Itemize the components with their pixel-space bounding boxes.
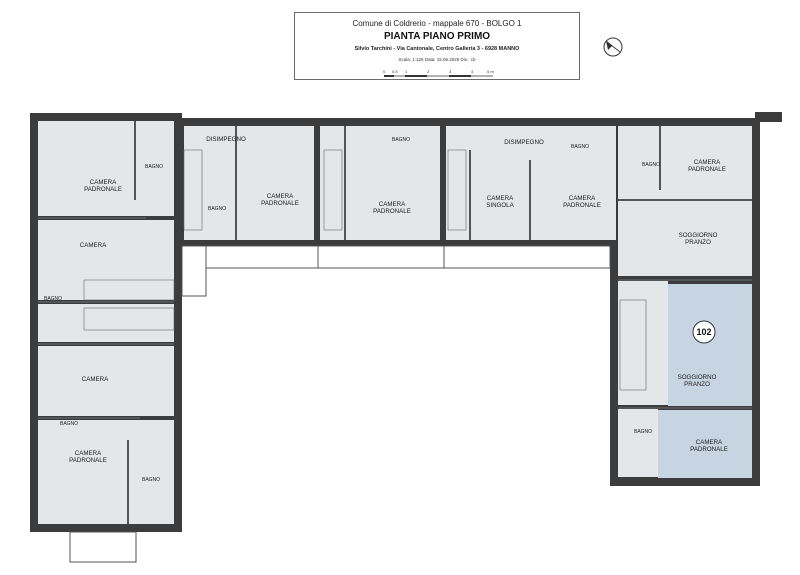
scale-label: 0 (383, 69, 386, 74)
room-label: CAMERA (267, 193, 294, 200)
unit-tag: 102 (692, 320, 716, 344)
scale-label: 0.5 (392, 69, 398, 74)
room-label: PADRONALE (690, 446, 728, 453)
room-label: SOGGIORNO (678, 374, 717, 381)
floor-areas (38, 121, 752, 563)
room-label: CAMERA (696, 439, 723, 446)
room-label: PADRONALE (69, 457, 107, 464)
room-labels: CAMERA PADRONALE BAGNO CAMERA BAGNO CAME… (44, 136, 728, 483)
unit-number: 102 (696, 327, 711, 337)
scale-ruler (384, 75, 493, 77)
room-label: PADRONALE (84, 186, 122, 193)
room-label: SINGOLA (486, 202, 514, 209)
scale-label: 2 (427, 69, 430, 74)
room-label: CAMERA (487, 195, 514, 202)
scale-label: 3 (449, 69, 452, 74)
room-label: BAGNO (145, 164, 163, 170)
room-label: BAGNO (642, 162, 660, 168)
room-label: CAMERA (379, 201, 406, 208)
room-label: DISIMPEGNO (504, 139, 544, 146)
scale-label: 5 m (487, 69, 494, 74)
plan-title: PIANTA PIANO PRIMO (383, 31, 491, 42)
room-label: PADRONALE (563, 202, 601, 209)
room-label: PADRONALE (373, 208, 411, 215)
room-label: CAMERA (569, 195, 596, 202)
scale-label: 1 (405, 69, 408, 74)
compass-north-icon (603, 37, 623, 57)
room-label: PRANZO (685, 239, 711, 246)
room-label: BAGNO (634, 429, 652, 435)
room-label: PRANZO (684, 381, 710, 388)
partitions (38, 121, 752, 524)
room-label: CAMERA (80, 242, 107, 249)
room-label: BAGNO (60, 421, 78, 427)
room-label: BAGNO (571, 144, 589, 150)
room-label: BAGNO (208, 206, 226, 212)
room-label: CAMERA (82, 376, 109, 383)
architect-line: Silvio Tarchini - Via Cantonale, Centro … (354, 46, 520, 52)
room-label: BAGNO (392, 137, 410, 143)
room-label: CAMERA (694, 159, 721, 166)
staircase (83, 149, 647, 391)
room-label: SOGGIORNO (679, 232, 718, 239)
room-label: PADRONALE (261, 200, 299, 207)
title-block: Comune di Coldrerio - mappale 670 - BOLG… (294, 12, 580, 80)
scale-date-line: Scala: 1:125 Data: 15.06.2026 Dis.: cb (398, 57, 476, 62)
room-label: CAMERA (90, 179, 117, 186)
room-label: PADRONALE (688, 166, 726, 173)
scale-label: 4 (471, 69, 474, 74)
room-label: DISIMPEGNO (206, 136, 246, 143)
room-label: BAGNO (142, 477, 160, 483)
unit-102-highlight (668, 284, 752, 406)
title-municipality: Comune di Coldrerio - mappale 670 - BOLG… (352, 19, 522, 28)
room-label: BAGNO (44, 296, 62, 302)
scale-bar: 0 0.5 1 2 3 4 5 m (383, 69, 495, 77)
room-label: CAMERA (75, 450, 102, 457)
